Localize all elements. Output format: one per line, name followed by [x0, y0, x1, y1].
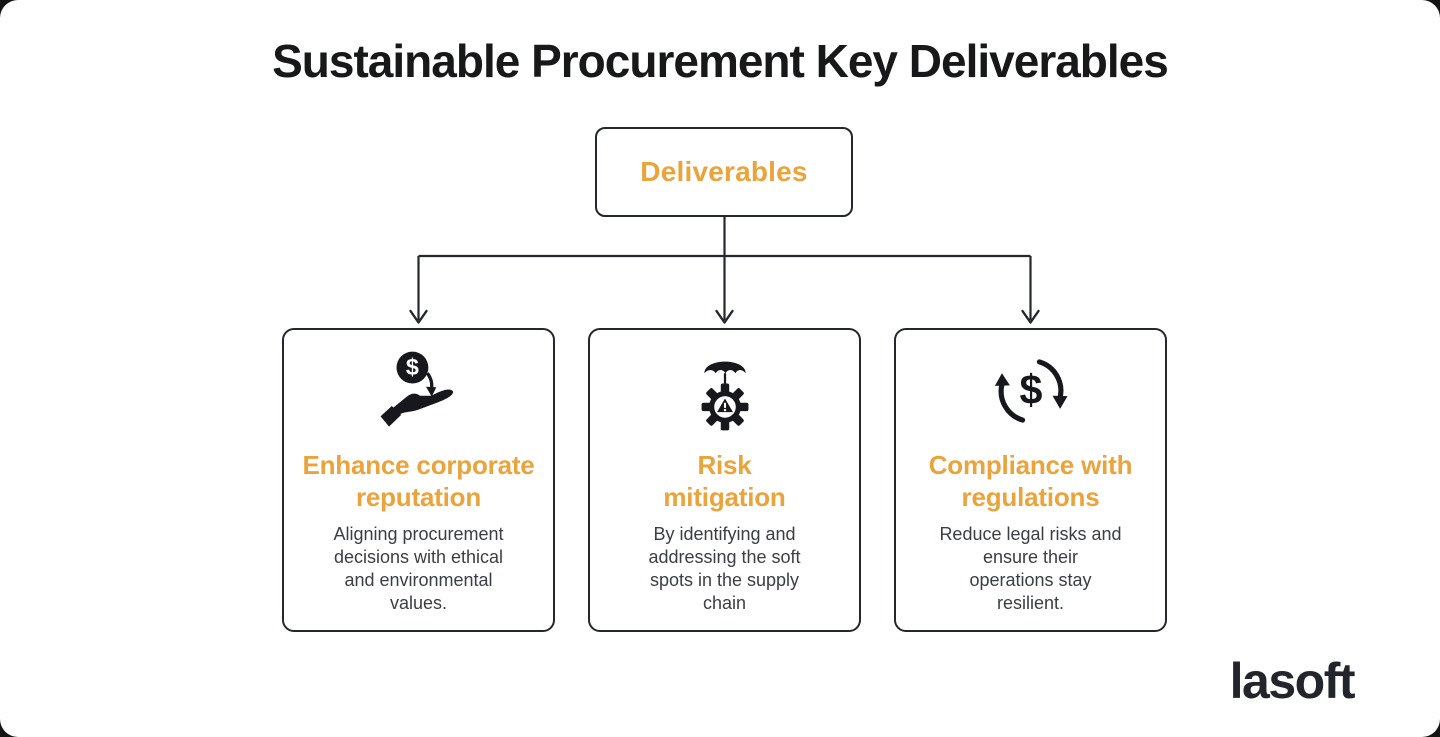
arrowhead-icon [1021, 309, 1040, 324]
card-risk-mitigation: Risk mitigation By identifying and addre… [588, 328, 861, 632]
money-cycle-icon: $ [994, 359, 1068, 423]
lasoft-logo: lasoft [1229, 653, 1356, 709]
card-body: Aligning procurement decisions with ethi… [333, 523, 504, 614]
hand-receiving-money-icon: $ [380, 351, 453, 427]
deliverables-node: Deliverables [595, 127, 853, 217]
gear-warning-umbrella-icon [701, 361, 748, 431]
svg-text:$: $ [1019, 367, 1042, 413]
cards-row: $ Enhance corporate reputation Aligning … [282, 328, 1167, 632]
deliverables-node-label: Deliverables [640, 156, 808, 187]
svg-text:$: $ [405, 354, 418, 380]
card-heading: Compliance with regulations [928, 450, 1133, 512]
card-body: Reduce legal risks and ensure their oper… [939, 523, 1122, 614]
arrowhead-icon [715, 309, 734, 324]
card-heading: Risk mitigation [663, 450, 786, 512]
card-enhance-corporate-reputation: $ Enhance corporate reputation Aligning … [282, 328, 555, 632]
page-title: Sustainable Procurement Key Deliverables [272, 35, 1169, 87]
card-compliance-with-regulations: $ Compliance with regulations Reduce leg… [894, 328, 1167, 632]
card-body: By identifying and addressing the soft s… [648, 523, 801, 614]
arrowhead-icon [409, 309, 428, 324]
card-heading: Enhance corporate reputation [302, 450, 535, 512]
